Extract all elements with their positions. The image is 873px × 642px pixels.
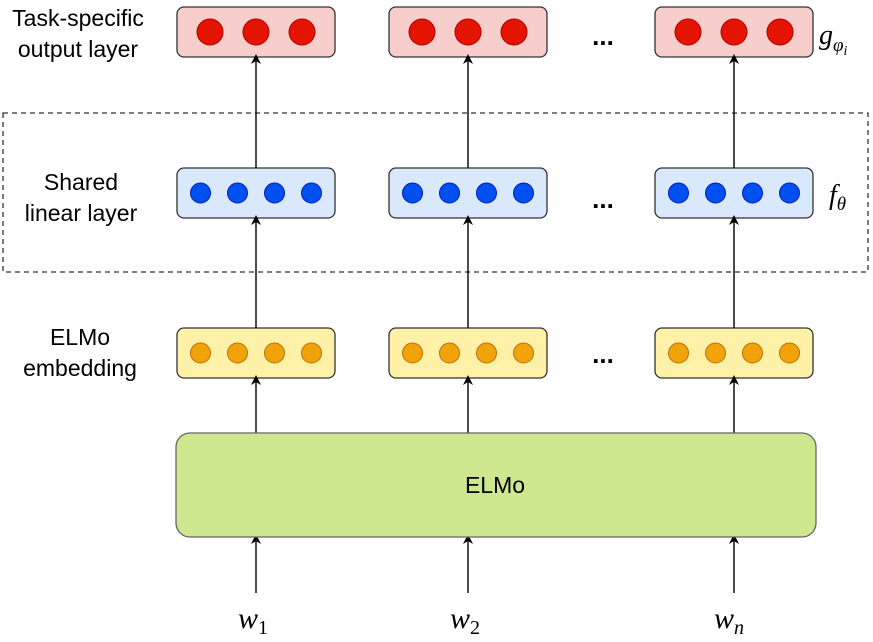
shared-node-2-4	[513, 182, 534, 204]
output-node-2-1	[408, 18, 436, 46]
shared-node-n-1	[668, 182, 689, 204]
wn-subscript: n	[734, 617, 744, 639]
w1-symbol: w	[238, 602, 258, 635]
embedding-node-n-1	[668, 342, 689, 364]
embedding-node-n-3	[742, 342, 763, 364]
output-ellipsis: ...	[592, 21, 614, 51]
input-wn: wn	[714, 602, 744, 639]
shared-node-2-1	[402, 182, 423, 204]
shared-layer-label-line1: Shared	[44, 169, 118, 195]
embedding-node-n-2	[705, 342, 726, 364]
wn-symbol: w	[714, 602, 734, 635]
g-symbol: g	[819, 20, 833, 51]
shared-layer-group-box	[2, 112, 869, 273]
shared-node-1-4	[301, 182, 322, 204]
shared-node-n-3	[742, 182, 763, 204]
embedding-node-1-3	[264, 342, 285, 364]
shared-node-2-2	[439, 182, 460, 204]
embedding-node-1-4	[301, 342, 322, 364]
shared-node-1-2	[227, 182, 248, 204]
embedding-node-2-2	[439, 342, 460, 364]
w2-subscript: 2	[470, 617, 480, 639]
embedding-node-2-1	[402, 342, 423, 364]
output-node-n-1	[674, 18, 702, 46]
output-node-2-2	[454, 18, 482, 46]
w1-subscript: 1	[258, 617, 268, 639]
i-subsubscript: i	[844, 44, 848, 59]
output-node-n-2	[720, 18, 748, 46]
shared-node-n-4	[779, 182, 800, 204]
embedding-node-n-4	[779, 342, 800, 364]
embedding-node-1-1	[190, 342, 211, 364]
input-w2: w2	[450, 602, 480, 639]
output-layer-label-line1: Task-specific	[12, 5, 144, 31]
shared-ellipsis: ...	[592, 184, 614, 214]
theta-subscript: θ	[837, 194, 846, 215]
elmo-model-box	[175, 432, 817, 538]
input-w1: w1	[238, 602, 268, 639]
layer-columns	[176, 6, 814, 593]
shared-layer-label-line2: linear layer	[25, 200, 138, 226]
f-symbol: f	[829, 180, 840, 211]
output-node-1-3	[288, 18, 316, 46]
output-node-2-3	[500, 18, 528, 46]
embedding-node-2-4	[513, 342, 534, 364]
embedding-ellipsis: ...	[592, 339, 614, 369]
g-phi-i-label: gφi	[819, 20, 848, 59]
output-node-n-3	[766, 18, 794, 46]
elmo-embedding-label-line1: ELMo	[50, 324, 110, 350]
phi-subscript: φ	[833, 35, 844, 56]
w2-symbol: w	[450, 602, 470, 635]
f-theta-label: fθ	[829, 180, 846, 215]
shared-node-n-2	[705, 182, 726, 204]
output-layer-label-line2: output layer	[18, 36, 139, 62]
shared-node-2-3	[476, 182, 497, 204]
embedding-node-1-2	[227, 342, 248, 364]
elmo-model-label: ELMo	[465, 472, 525, 498]
output-node-1-1	[196, 18, 224, 46]
shared-node-1-1	[190, 182, 211, 204]
shared-node-1-3	[264, 182, 285, 204]
output-node-1-2	[242, 18, 270, 46]
embedding-node-2-3	[476, 342, 497, 364]
elmo-embedding-label-line2: embedding	[23, 355, 137, 381]
